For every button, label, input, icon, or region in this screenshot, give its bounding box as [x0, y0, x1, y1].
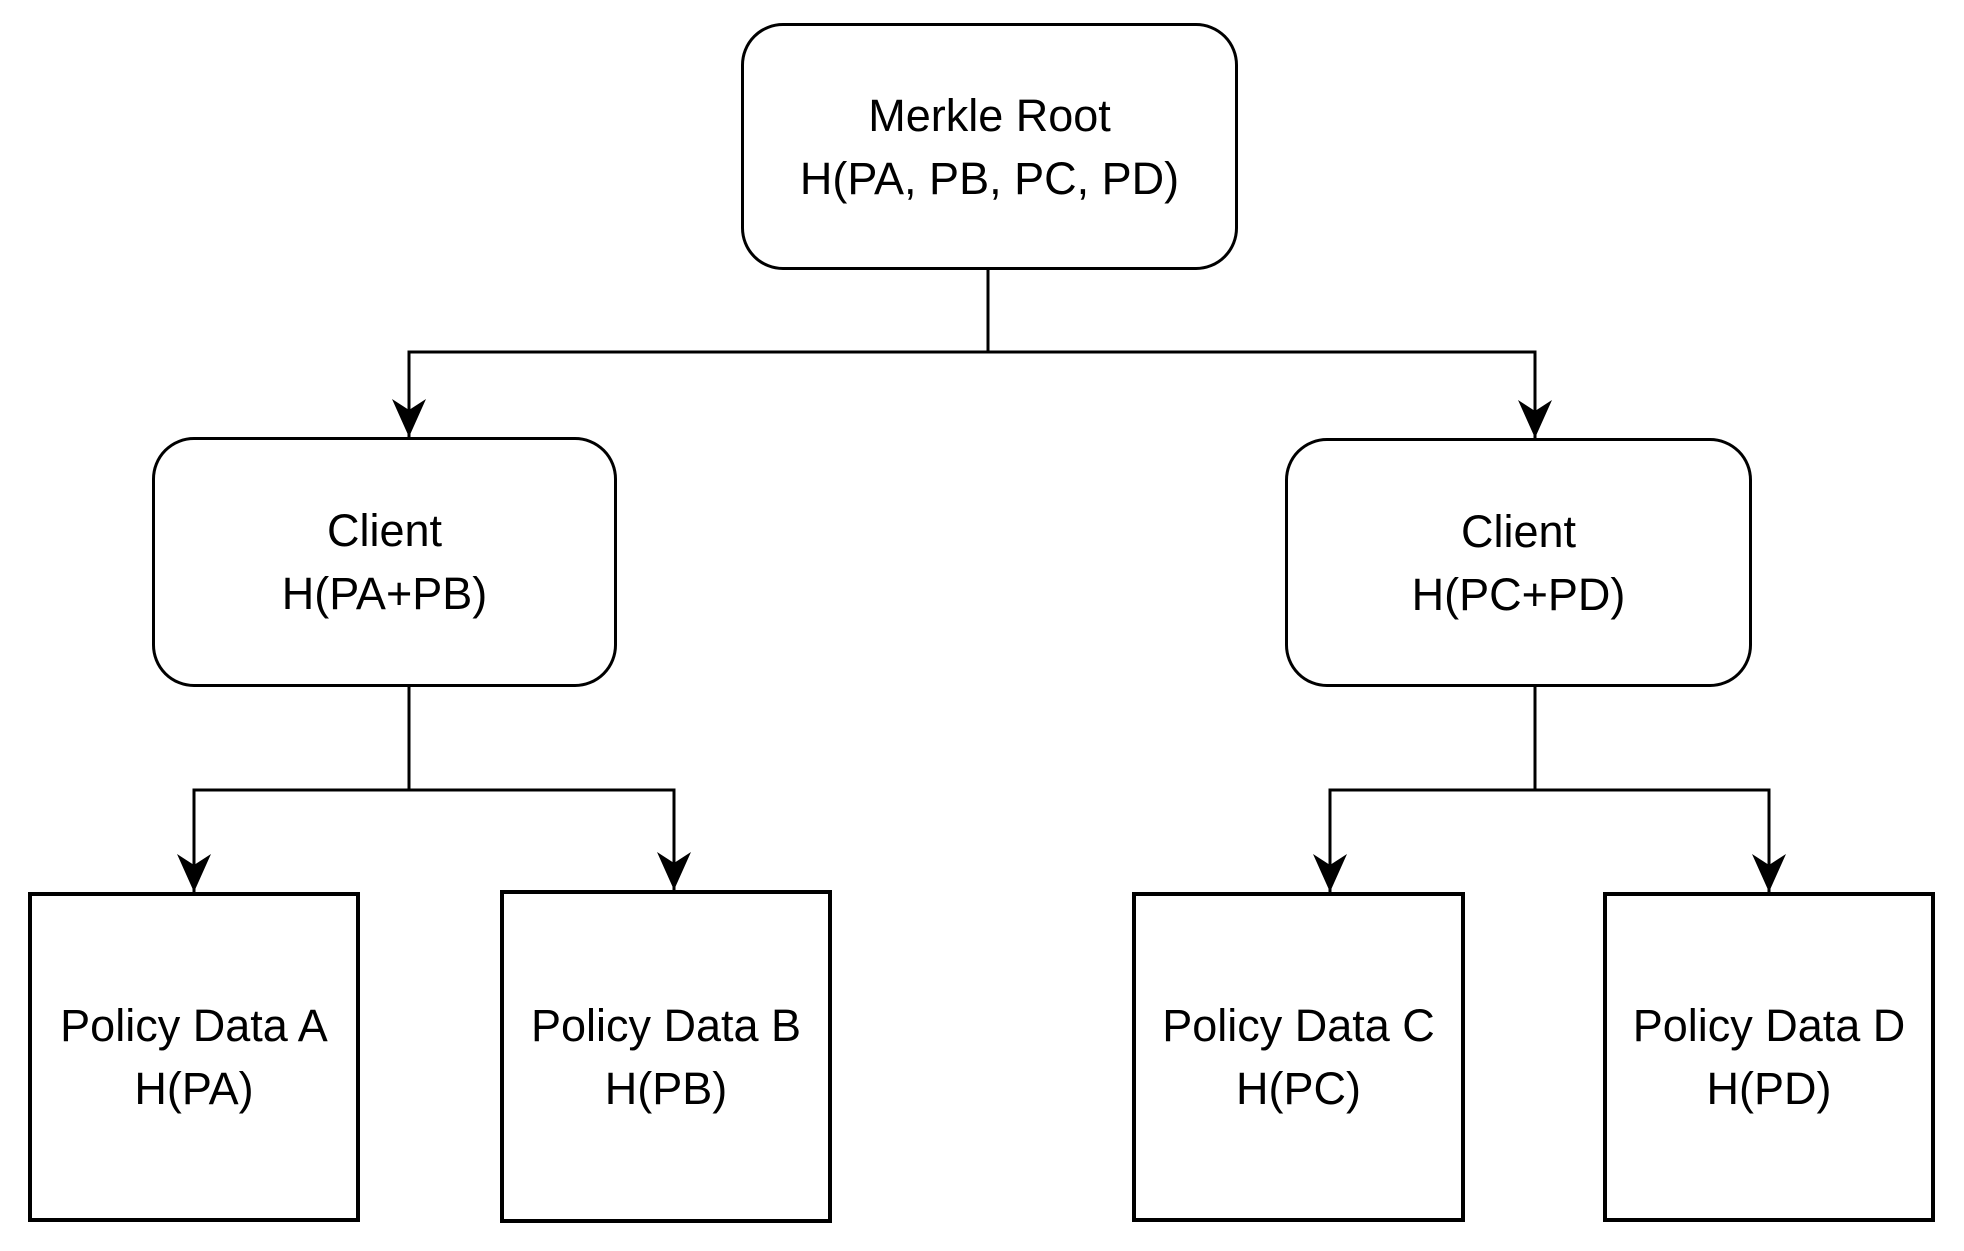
node-hash: H(PA, PB, PC, PD)	[799, 152, 1180, 204]
node-hash: H(PB)	[604, 1062, 728, 1114]
node-title: Policy Data B	[530, 999, 802, 1051]
edge-client-right-to-leaf-d	[1533, 687, 1786, 892]
node-title: Merkle Root	[868, 89, 1111, 141]
node-title: Policy Data D	[1632, 1000, 1906, 1051]
node-hash: H(PA+PB)	[281, 568, 488, 619]
node-hash: H(PA)	[134, 1063, 254, 1114]
node-title: Client	[1460, 505, 1577, 557]
node-policy-data-d: Policy Data D H(PD)	[1603, 892, 1935, 1222]
edge-root-to-client-left	[392, 270, 990, 437]
node-client-left: Client H(PA+PB)	[152, 437, 617, 687]
node-hash: H(PC)	[1236, 1063, 1361, 1114]
edge-client-left-to-leaf-b	[407, 687, 691, 890]
node-title: Policy Data A	[60, 1000, 328, 1051]
edge-client-right-to-leaf-c	[1313, 687, 1537, 892]
node-policy-data-c: Policy Data C H(PC)	[1132, 892, 1465, 1222]
node-hash: H(PD)	[1706, 1063, 1832, 1114]
node-policy-data-b: Policy Data B H(PB)	[500, 890, 832, 1223]
node-hash: H(PC+PD)	[1411, 568, 1626, 620]
edge-root-to-client-right	[986, 270, 1552, 438]
node-title: Client	[326, 505, 443, 556]
node-title: Policy Data C	[1162, 1000, 1435, 1051]
edge-client-left-to-leaf-a	[177, 687, 411, 892]
node-policy-data-a: Policy Data A H(PA)	[28, 892, 360, 1222]
node-client-right: Client H(PC+PD)	[1285, 438, 1752, 687]
node-merkle-root: Merkle Root H(PA, PB, PC, PD)	[741, 23, 1238, 270]
